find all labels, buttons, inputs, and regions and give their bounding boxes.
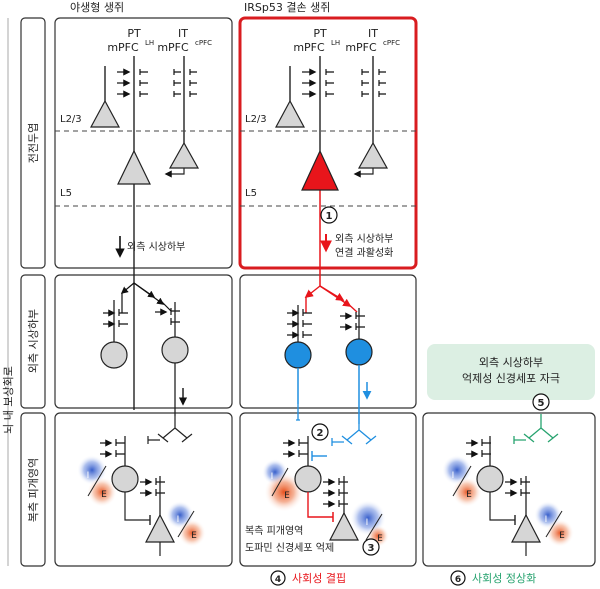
step-5-badge	[532, 393, 550, 411]
pt-sub-label: mPFC	[107, 41, 139, 54]
label-brain-reward-circuit: 뇌 내 보상회로	[2, 366, 15, 434]
header-wild-type: 야생형 생쥐	[70, 1, 124, 14]
tr-vta-i-label: I	[452, 471, 455, 481]
ko-it-label: IT	[368, 27, 378, 40]
step-6-number: 6	[455, 575, 461, 585]
it-sup-label: cPFC	[195, 39, 212, 47]
step-4-badge	[270, 570, 286, 586]
panel-wt-prefrontal	[54, 17, 233, 269]
row-tab-prefrontal	[20, 17, 46, 269]
treated-vta-diagram: 5 I E I E	[442, 393, 574, 556]
step-2-badge	[311, 423, 329, 441]
ko-it-sup-label: cPFC	[383, 39, 400, 47]
panel-wt-lh	[54, 274, 233, 409]
ko-l23-label: L2/3	[245, 114, 267, 125]
ko-lh-hyper-label-2: 연결 과활성화	[335, 246, 393, 259]
it-sub-label: mPFC	[157, 41, 189, 54]
hyperactive-pt-neuron	[301, 149, 339, 191]
ko-vta-i-label: I	[271, 472, 274, 482]
ko-it-sub-label: mPFC	[345, 41, 377, 54]
wt-vta-i-label: I	[87, 471, 90, 481]
step-5-number: 5	[538, 398, 545, 409]
stimulation-box	[427, 344, 595, 400]
wt-vta-diagram: I E I E	[77, 416, 206, 556]
ko-prefrontal-diagram: PT mPFC LH IT mPFC cPFC L2/3 L5 1 외측 시상하…	[240, 27, 416, 286]
tr-vta-e-label: E	[466, 490, 472, 500]
panel-ko-vta	[239, 412, 417, 567]
l5-label: L5	[60, 188, 72, 199]
step-3-number: 3	[368, 543, 375, 554]
wt-prefrontal-diagram: PT mPFC LH IT mPFC cPFC L2/3 L5 외측 시상하부	[55, 27, 232, 410]
ko-vta-suppress-label-2: 도파민 신경세포 억제	[245, 541, 334, 554]
label-prefrontal: 전전두엽	[27, 123, 40, 163]
label-vta: 복측 피개영역	[27, 458, 40, 522]
tr-vta-e2-label: E	[559, 531, 565, 541]
pt-sup-label: LH	[145, 39, 154, 47]
step-3-badge	[362, 538, 380, 556]
outcome-normalize: 사회성 정상화	[472, 572, 536, 585]
wt-lh-diagram	[100, 282, 189, 416]
outcome-deficit: 사회성 결핍	[292, 572, 346, 585]
step-2-number: 2	[317, 428, 324, 439]
ko-pt-sup-label: LH	[331, 39, 340, 47]
step-1-number: 1	[326, 211, 333, 222]
ko-vta-diagram: 2 I E I E 복측 피개영역 도파민 신경세포 억제 3	[245, 404, 389, 556]
ko-lh-neuron-right	[345, 338, 373, 366]
ko-l5-label: L5	[245, 188, 257, 199]
panel-ko-prefrontal	[238, 16, 418, 270]
header-knockout: IRSp53 결손 생쥐	[244, 1, 330, 14]
stim-text-2: 억제성 신경세포 자극	[462, 372, 560, 385]
stim-text-1: 외측 시상하부	[479, 355, 543, 369]
wt-lh-projection-label: 외측 시상하부	[127, 240, 185, 253]
panel-treated-vta	[422, 412, 596, 567]
ko-pt-label: PT	[313, 27, 327, 40]
step-6-badge	[450, 570, 466, 586]
ko-lh-neuron-left	[284, 341, 312, 369]
ko-vta-e2-label: E	[377, 534, 383, 544]
step-4-number: 4	[275, 575, 281, 585]
ko-pt-sub-label: mPFC	[293, 41, 325, 54]
label-lateral-hypothalamus: 외측 시상하부	[26, 309, 40, 373]
row-tab-lateral-hypothalamus	[20, 274, 46, 409]
it-label: IT	[178, 27, 188, 40]
ko-vta-suppress-label-1: 복측 피개영역	[245, 525, 303, 537]
ko-vta-e-label: E	[284, 491, 290, 501]
panel-ko-lh	[239, 274, 417, 409]
ko-vta-i2-label: I	[366, 518, 369, 528]
wt-vta-e-label: E	[101, 490, 107, 500]
row-tab-vta	[20, 412, 46, 567]
wt-vta-e2-label: E	[191, 531, 197, 541]
l23-label: L2/3	[60, 114, 82, 125]
step-1-badge	[320, 206, 338, 224]
ko-lh-hyper-label-1: 외측 시상하부	[335, 232, 393, 245]
ko-lh-diagram	[284, 285, 373, 424]
panel-wt-vta	[54, 412, 233, 567]
wt-vta-i2-label: I	[177, 515, 180, 525]
pt-label: PT	[127, 27, 141, 40]
tr-vta-i2-label: I	[545, 515, 548, 525]
